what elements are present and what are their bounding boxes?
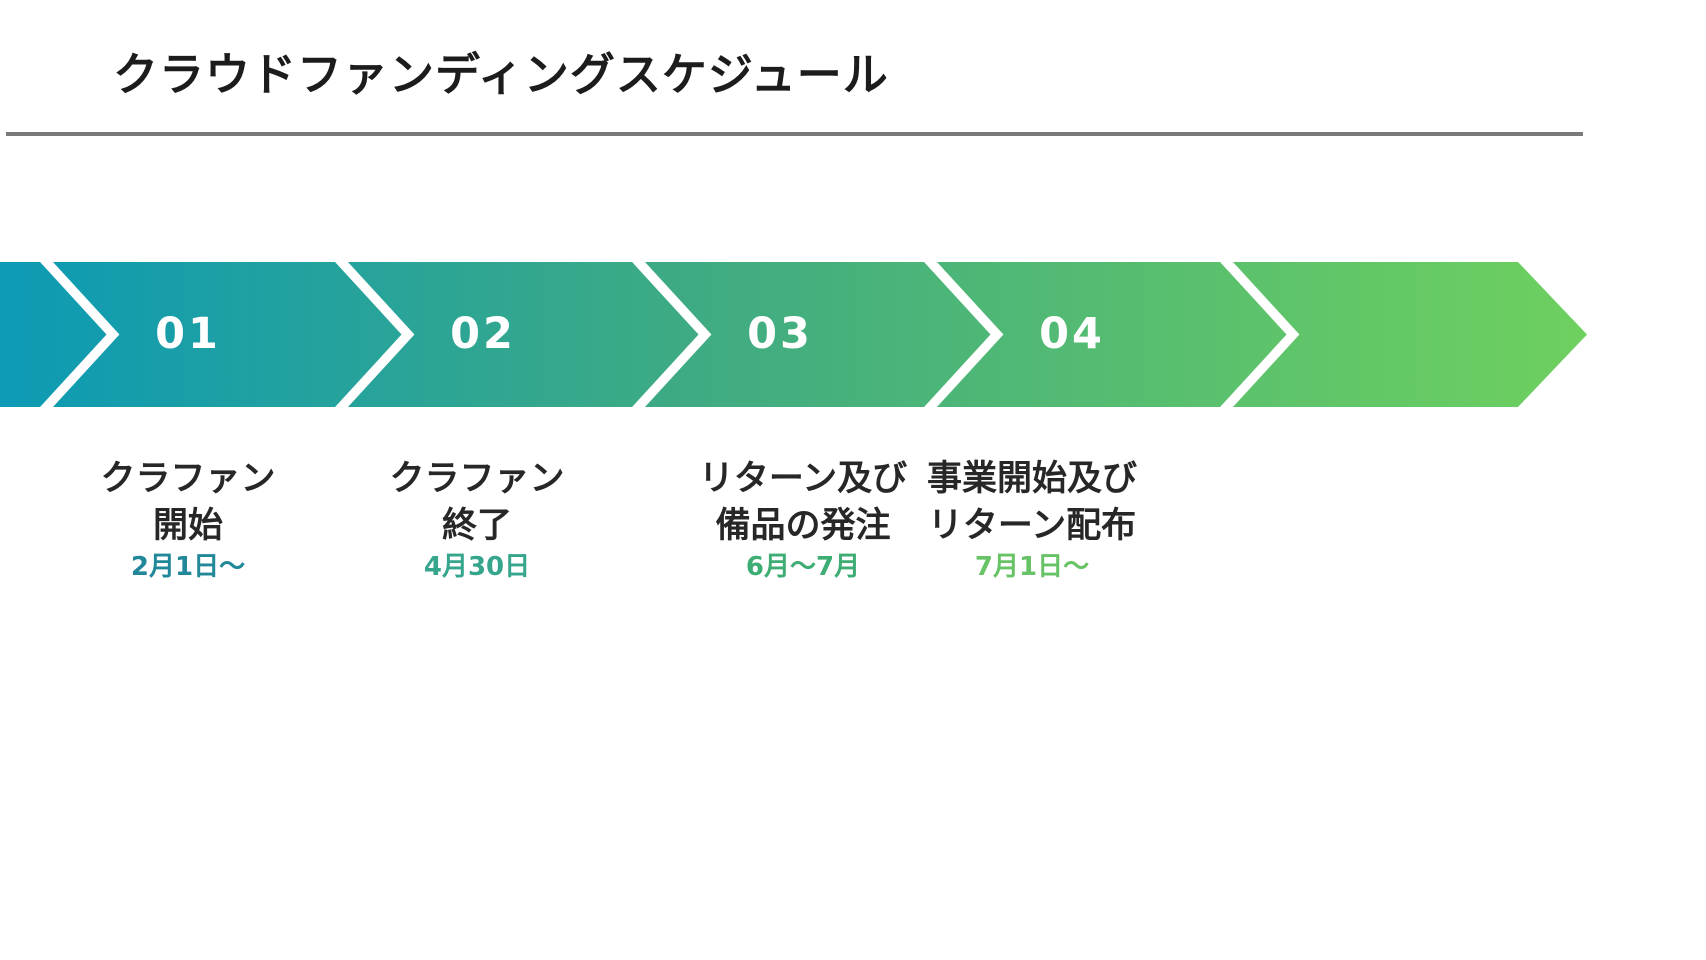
step-1-date: 2月1日〜 [130, 552, 246, 582]
step-3-date: 6月〜7月 [745, 552, 861, 582]
step-1-number: 01 [155, 309, 221, 359]
step-4-date: 7月1日〜 [974, 552, 1090, 582]
step-2-label: クラファン 終了 4月30日 [317, 456, 637, 582]
page-title: クラウドファンディングスケジュール [113, 48, 889, 101]
step-1-label: クラファン 開始 2月1日〜 [28, 456, 348, 582]
title-underline-rule [6, 132, 1583, 136]
chevron-separator-icons [37, 262, 1300, 407]
step-2-label-line1: クラファン [389, 459, 565, 499]
timeline-arrow-band: 01 02 03 04 [0, 262, 1587, 407]
step-2-label-line2: 終了 [441, 506, 512, 546]
step-4-label-line1: 事業開始及び [926, 459, 1137, 499]
step-1-label-line1: クラファン [100, 459, 276, 499]
step-4-label-line2: リターン配布 [927, 506, 1137, 546]
step-4-label: 事業開始及び リターン配布 7月1日〜 [872, 456, 1192, 582]
step-3-label-line2: 備品の発注 [715, 506, 891, 546]
step-2-date: 4月30日 [423, 552, 531, 582]
step-3-label: リターン及び 備品の発注 6月〜7月 [643, 456, 963, 582]
step-1-label-line2: 開始 [152, 506, 223, 546]
step-4-number: 04 [1039, 309, 1105, 359]
step-3-number: 03 [747, 309, 813, 359]
step-3-label-line1: リターン及び [698, 459, 908, 499]
step-2-number: 02 [450, 309, 516, 359]
